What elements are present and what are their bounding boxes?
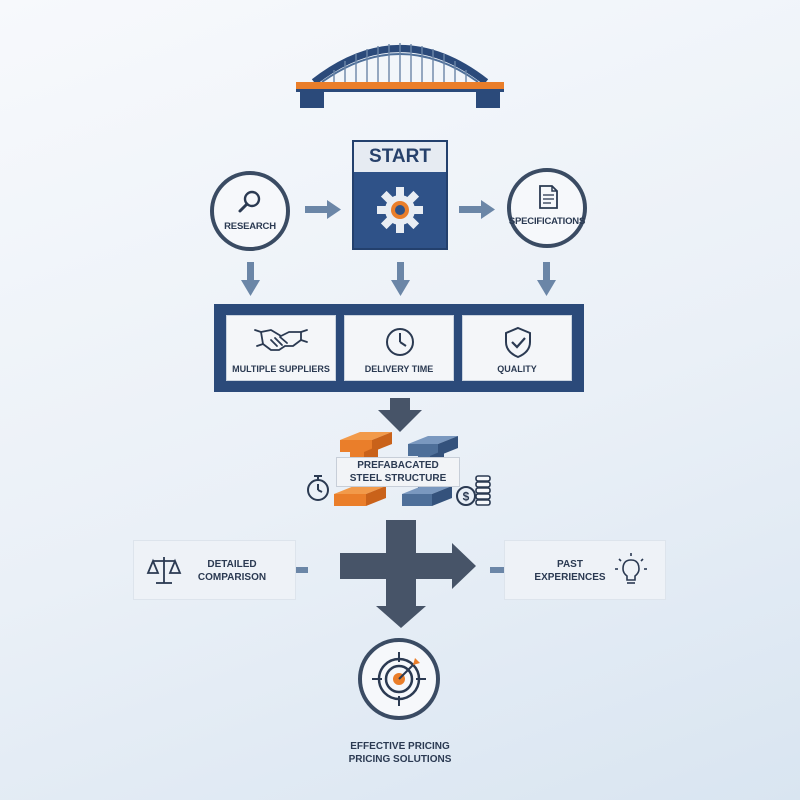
start-label: START: [354, 142, 446, 172]
magnifier-icon: [238, 190, 261, 213]
specifications-label: SPECIFICATIONS: [508, 216, 586, 227]
gear-icon: [377, 187, 423, 233]
detailed-comparison-line-2: COMPARISON: [197, 572, 267, 583]
target-icon: [372, 652, 426, 706]
factor-label: QUALITY: [497, 364, 537, 374]
past-experiences-box[interactable]: PAST EXPERIENCES: [504, 540, 666, 600]
start-node[interactable]: START: [352, 140, 448, 250]
coins-icon: $: [456, 475, 491, 506]
arrow-down-to-product: [378, 398, 422, 432]
bridge-icon: [296, 43, 504, 108]
product-line-1: PREFABACATED: [357, 460, 439, 471]
factor-label: MULTIPLE SUPPLIERS: [232, 364, 330, 374]
arrow-start-to-specifications: [459, 200, 495, 219]
result-label: EFFECTIVE PRICING PRICING SOLUTIONS: [300, 740, 500, 766]
factor-label: DELIVERY TIME: [364, 364, 434, 374]
product-line-2: STEEL STRUCTURE: [349, 473, 447, 484]
clock-icon: [386, 328, 414, 356]
result-line-2: PRICING SOLUTIONS: [348, 754, 452, 765]
detailed-comparison-line-1: DETAILED: [207, 559, 257, 570]
arrow-down-left: [241, 262, 260, 296]
lightbulb-icon: [615, 553, 647, 584]
scales-icon: [146, 557, 182, 584]
detailed-comparison-box[interactable]: DETAILED COMPARISON: [133, 540, 296, 600]
arrow-down-right: [537, 262, 556, 296]
past-experiences-line-1: PAST: [557, 559, 583, 570]
handshake-icon: [254, 329, 308, 351]
arrow-cross-junction: [340, 520, 476, 628]
stopwatch-icon: [307, 475, 329, 501]
past-experiences-line-2: EXPERIENCES: [534, 572, 606, 583]
factors-panel: MULTIPLE SUPPLIERS DELIVERY TIME QUALITY: [214, 304, 584, 392]
product-label: PREFABACATED STEEL STRUCTURE: [336, 457, 460, 487]
specifications-node[interactable]: SPECIFICATIONS: [507, 168, 587, 248]
factor-delivery-time[interactable]: DELIVERY TIME: [344, 315, 454, 381]
arrow-research-to-start: [305, 200, 341, 219]
result-line-1: EFFECTIVE PRICING: [350, 741, 450, 752]
research-node[interactable]: RESEARCH: [210, 171, 290, 251]
research-label: RESEARCH: [224, 221, 276, 232]
document-icon: [539, 185, 558, 209]
svg-text:$: $: [463, 490, 470, 504]
factor-multiple-suppliers[interactable]: MULTIPLE SUPPLIERS: [226, 315, 336, 381]
shield-check-icon: [505, 326, 531, 359]
factor-quality[interactable]: QUALITY: [462, 315, 572, 381]
target-node[interactable]: [358, 638, 440, 720]
arrow-down-center: [391, 262, 410, 296]
